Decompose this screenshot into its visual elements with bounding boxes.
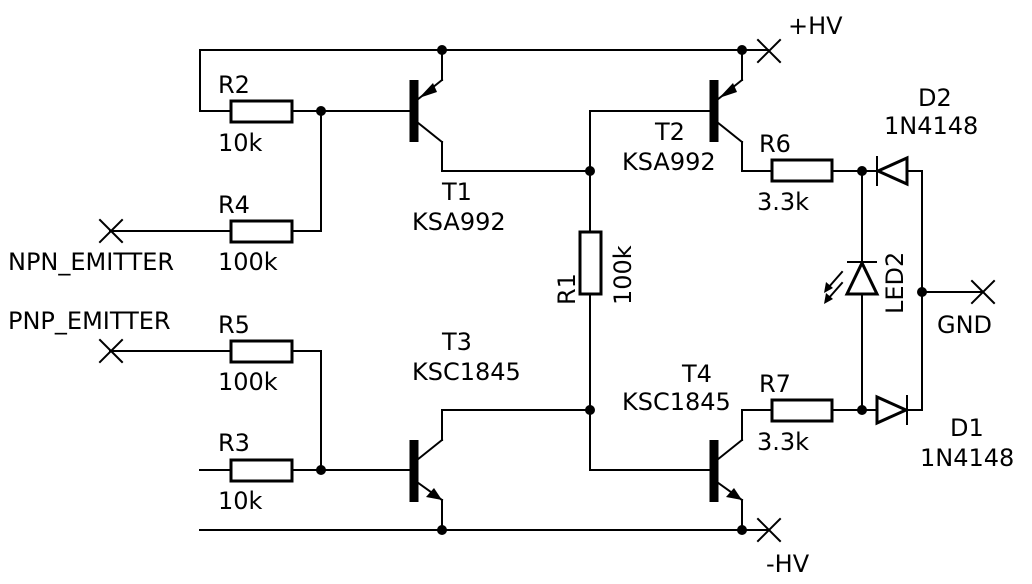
transistor-t4: T4 KSC1845 <box>622 360 744 502</box>
terminal-npn-emitter: NPN_EMITTER <box>8 218 174 276</box>
junctions <box>316 45 927 535</box>
transistor-part: KSC1845 <box>622 388 731 416</box>
resistor-ref: R2 <box>218 71 250 99</box>
transistor-ref: T4 <box>681 360 712 388</box>
resistor-ref: R3 <box>218 429 250 457</box>
resistor-r3: R3 10k <box>218 429 294 515</box>
net-label-hv-pos: +HV <box>788 12 843 40</box>
diode-d2: D2 1N4148 <box>874 84 978 187</box>
resistor-ref: R5 <box>218 311 250 339</box>
resistor-value: 100k <box>218 368 278 396</box>
terminal-hv-neg: -HV <box>756 517 810 578</box>
transistor-ref: T1 <box>441 178 472 206</box>
resistor-r2: R2 10k <box>218 71 294 157</box>
resistor-ref: R1 <box>553 273 581 305</box>
diode-d1: D1 1N4148 <box>875 394 1014 472</box>
terminal-hv-pos: +HV <box>756 12 843 64</box>
net-label-pnp-emitter: PNP_EMITTER <box>8 307 171 335</box>
transistor-ref: T2 <box>654 118 685 146</box>
resistor-r6: R6 3.3k <box>757 130 834 216</box>
resistor-r1: R1 100k <box>553 230 637 305</box>
transistor-part: KSA992 <box>412 208 506 236</box>
resistor-value: 10k <box>218 487 263 515</box>
resistor-r5: R5 100k <box>218 311 294 396</box>
resistor-ref: R7 <box>759 370 791 398</box>
net-label-npn-emitter: NPN_EMITTER <box>8 248 174 276</box>
diode-part: 1N4148 <box>884 112 978 140</box>
resistor-ref: R4 <box>218 191 250 219</box>
transistor-part: KSA992 <box>622 148 716 176</box>
transistor-part: KSC1845 <box>412 358 521 386</box>
led-led2: LED2 <box>824 252 909 314</box>
wires <box>109 49 983 531</box>
transistor-t2: T2 KSA992 <box>622 78 744 176</box>
resistor-value: 100k <box>609 245 637 305</box>
resistor-r7: R7 3.3k <box>757 370 834 456</box>
resistor-value: 100k <box>218 248 278 276</box>
resistor-value: 3.3k <box>757 428 809 456</box>
resistor-value: 10k <box>218 129 263 157</box>
resistor-value: 3.3k <box>757 188 809 216</box>
transistor-ref: T3 <box>441 328 472 356</box>
transistor-t3: T3 KSC1845 <box>409 328 521 502</box>
resistor-ref: R6 <box>759 130 791 158</box>
transistor-t1: T1 KSA992 <box>409 78 506 236</box>
diode-ref: D2 <box>918 84 952 112</box>
terminal-pnp-emitter: PNP_EMITTER <box>8 307 171 364</box>
net-label-hv-neg: -HV <box>766 550 810 578</box>
resistor-r4: R4 100k <box>218 191 294 276</box>
led-ref: LED2 <box>881 252 909 314</box>
diode-ref: D1 <box>950 414 984 442</box>
terminal-gnd: GND <box>937 279 996 339</box>
net-label-gnd: GND <box>937 311 992 339</box>
diode-part: 1N4148 <box>920 444 1014 472</box>
